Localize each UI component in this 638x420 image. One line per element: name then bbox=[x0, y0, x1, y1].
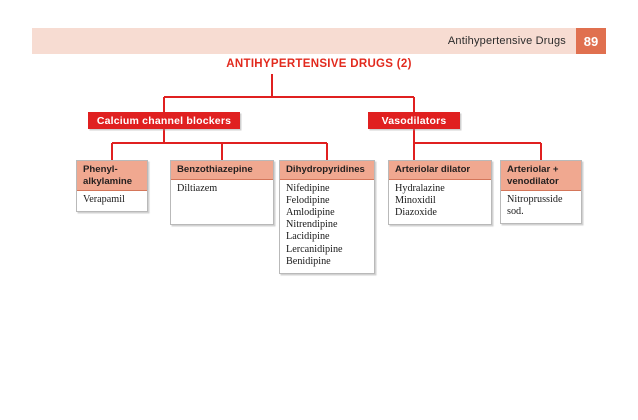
category-box-vasodilators[interactable]: Vasodilators bbox=[368, 112, 460, 129]
page-number-badge: 89 bbox=[576, 28, 606, 54]
diagram-title: ANTIHYPERTENSIVE DRUGS (2) bbox=[226, 58, 412, 70]
leaf-header-phenylalkylamine: Phenyl- alkylamine bbox=[77, 161, 147, 191]
drug-item: Hydralazine bbox=[395, 182, 445, 194]
header-title: Antihypertensive Drugs bbox=[447, 35, 566, 47]
drug-item: Nitroprusside bbox=[507, 194, 563, 205]
leaf-header-arteriolar-dilator: Arteriolar dilator bbox=[389, 161, 491, 180]
leaf-header-benzothiazepine: Benzothiazepine bbox=[171, 161, 273, 180]
drug-item: sod. bbox=[507, 206, 524, 218]
drug-item: Felodipine bbox=[286, 194, 330, 206]
leaf-body-benzothiazepine: Diltiazem bbox=[171, 180, 273, 225]
leaf-header-arteriolar-venodilator: Arteriolar + venodilator bbox=[501, 161, 581, 191]
leaf-box-phenylalkylamine[interactable]: Phenyl- alkylamine Verapamil bbox=[76, 160, 148, 213]
drug-item: Verapamil bbox=[83, 194, 125, 205]
header-line-2: venodilator bbox=[507, 175, 559, 187]
drug-item: Nifedipine bbox=[286, 182, 330, 194]
leaf-body-arteriolar-dilator: Hydralazine Minoxidil Diazoxide bbox=[389, 180, 491, 225]
leaf-box-arteriolar-dilator[interactable]: Arteriolar dilator Hydralazine Minoxidil… bbox=[388, 160, 492, 226]
drug-item: Lacidipine bbox=[286, 231, 330, 243]
leaf-header-dihydropyridines: Dihydropyridines bbox=[280, 161, 374, 180]
page-header-bar: Antihypertensive Drugs 89 bbox=[32, 28, 606, 54]
leaf-box-benzothiazepine[interactable]: Benzothiazepine Diltiazem bbox=[170, 160, 274, 226]
drug-item: Minoxidil bbox=[395, 194, 436, 206]
leaf-box-dihydropyridines[interactable]: Dihydropyridines Nifedipine Felodipine A… bbox=[279, 160, 375, 274]
drug-item: Nitrendipine bbox=[286, 219, 338, 231]
category-box-calcium-channel-blockers[interactable]: Calcium channel blockers bbox=[88, 112, 240, 129]
leaf-body-phenylalkylamine: Verapamil bbox=[77, 191, 147, 211]
drug-item: Diltiazem bbox=[177, 182, 218, 194]
header-line-1: Arteriolar + bbox=[507, 164, 559, 175]
drug-item: Diazoxide bbox=[395, 206, 437, 218]
leaf-body-dihydropyridines: Nifedipine Felodipine Amlodipine Nitrend… bbox=[280, 180, 374, 273]
drug-item: Amlodipine bbox=[286, 206, 335, 218]
header-line-2: alkylamine bbox=[83, 175, 133, 187]
leaf-body-arteriolar-venodilator: Nitroprusside sod. bbox=[501, 191, 581, 223]
header-line-1: Phenyl- bbox=[83, 164, 118, 175]
drug-item: Benidipine bbox=[286, 255, 331, 267]
leaf-box-arteriolar-venodilator[interactable]: Arteriolar + venodilator Nitroprusside s… bbox=[500, 160, 582, 225]
drug-item: Lercanidipine bbox=[286, 243, 343, 255]
